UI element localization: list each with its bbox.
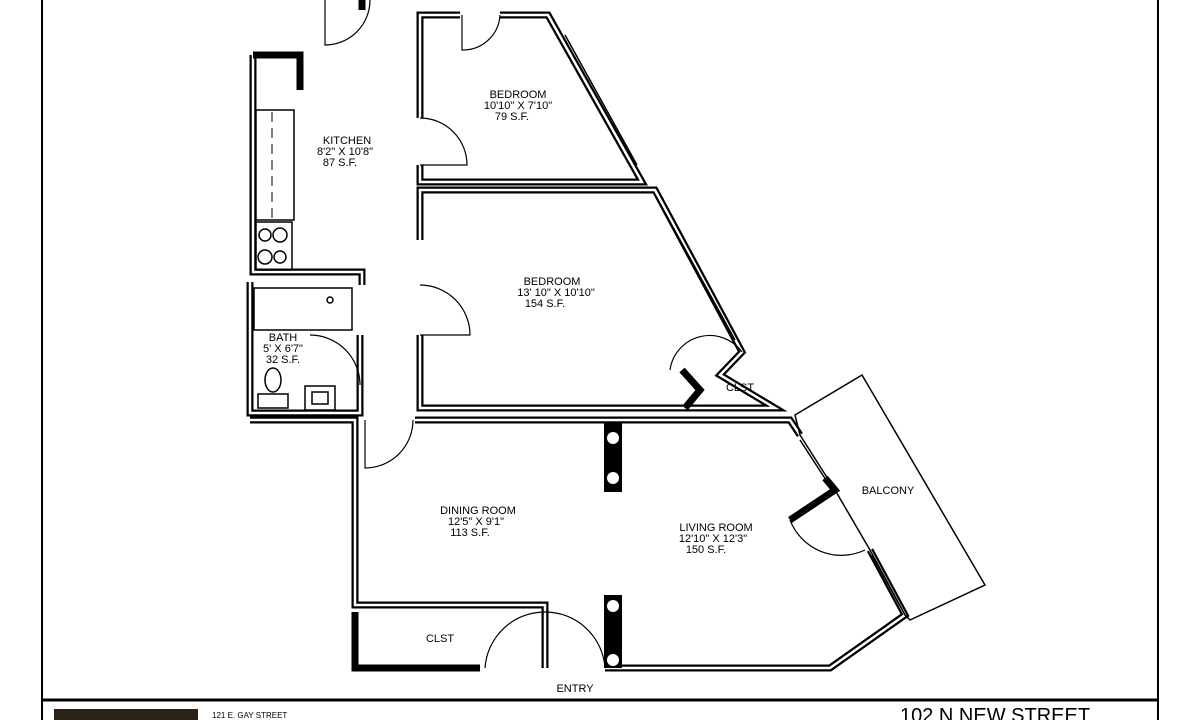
sink bbox=[304, 385, 336, 411]
room-area: 150 S.F. bbox=[686, 544, 726, 556]
room-label-dining: DINING ROOM 12'5" X 9'1" 113 S.F. bbox=[440, 505, 516, 539]
walls bbox=[246, 0, 987, 672]
room-name: LIVING ROOM bbox=[679, 522, 752, 534]
room-label-entry: ENTRY bbox=[556, 683, 594, 695]
room-area: 113 S.F. bbox=[450, 527, 490, 539]
room-label-bedroom-large: BEDROOM 13' 10" X 10'10" 154 S.F. bbox=[517, 276, 595, 310]
room-label-balcony: BALCONY bbox=[862, 485, 915, 497]
room-area: 79 S.F. bbox=[495, 111, 529, 123]
room-label-bath: BATH 5' X 6'7" 32 S.F. bbox=[263, 332, 303, 366]
room-dimensions: 12'10" X 12'3" bbox=[679, 533, 747, 545]
room-name: DINING ROOM bbox=[440, 505, 516, 517]
room-dimensions: 5' X 6'7" bbox=[263, 343, 303, 355]
kitchen-counter bbox=[255, 109, 295, 271]
room-label-closet-entry: CLST bbox=[426, 633, 454, 645]
doors bbox=[309, 0, 866, 669]
room-dimensions: 8'2" X 10'8" bbox=[317, 146, 373, 158]
room-area: 32 S.F. bbox=[266, 354, 300, 366]
room-label-living: LIVING ROOM 12'10" X 12'3" 150 S.F. bbox=[679, 522, 753, 556]
room-dimensions: 10'10" X 7'10" bbox=[484, 100, 552, 112]
windows bbox=[564, 34, 901, 607]
bathtub bbox=[253, 287, 353, 331]
room-name: BEDROOM bbox=[524, 276, 581, 288]
toilet bbox=[257, 367, 289, 409]
room-name: BATH bbox=[269, 332, 298, 344]
room-area: 87 S.F. bbox=[323, 157, 357, 169]
room-dimensions: 13' 10" X 10'10" bbox=[517, 287, 595, 299]
room-area: 154 S.F. bbox=[525, 298, 565, 310]
room-label-closet-bedroom: CLST bbox=[726, 382, 754, 394]
room-label-kitchen: KITCHEN 8'2" X 10'8" 87 S.F. bbox=[317, 135, 373, 169]
office-address: 121 E. GAY STREET bbox=[212, 711, 288, 720]
room-dimensions: 12'5" X 9'1" bbox=[448, 516, 504, 528]
company-logo bbox=[54, 709, 198, 720]
room-name: KITCHEN bbox=[323, 135, 371, 147]
room-label-bedroom-small: BEDROOM 10'10" X 7'10" 79 S.F. bbox=[484, 89, 552, 123]
property-address: 102 N NEW STREET bbox=[900, 705, 1091, 720]
room-name: BEDROOM bbox=[490, 89, 547, 101]
columns bbox=[604, 422, 622, 668]
sheet-frame bbox=[41, 0, 1159, 720]
